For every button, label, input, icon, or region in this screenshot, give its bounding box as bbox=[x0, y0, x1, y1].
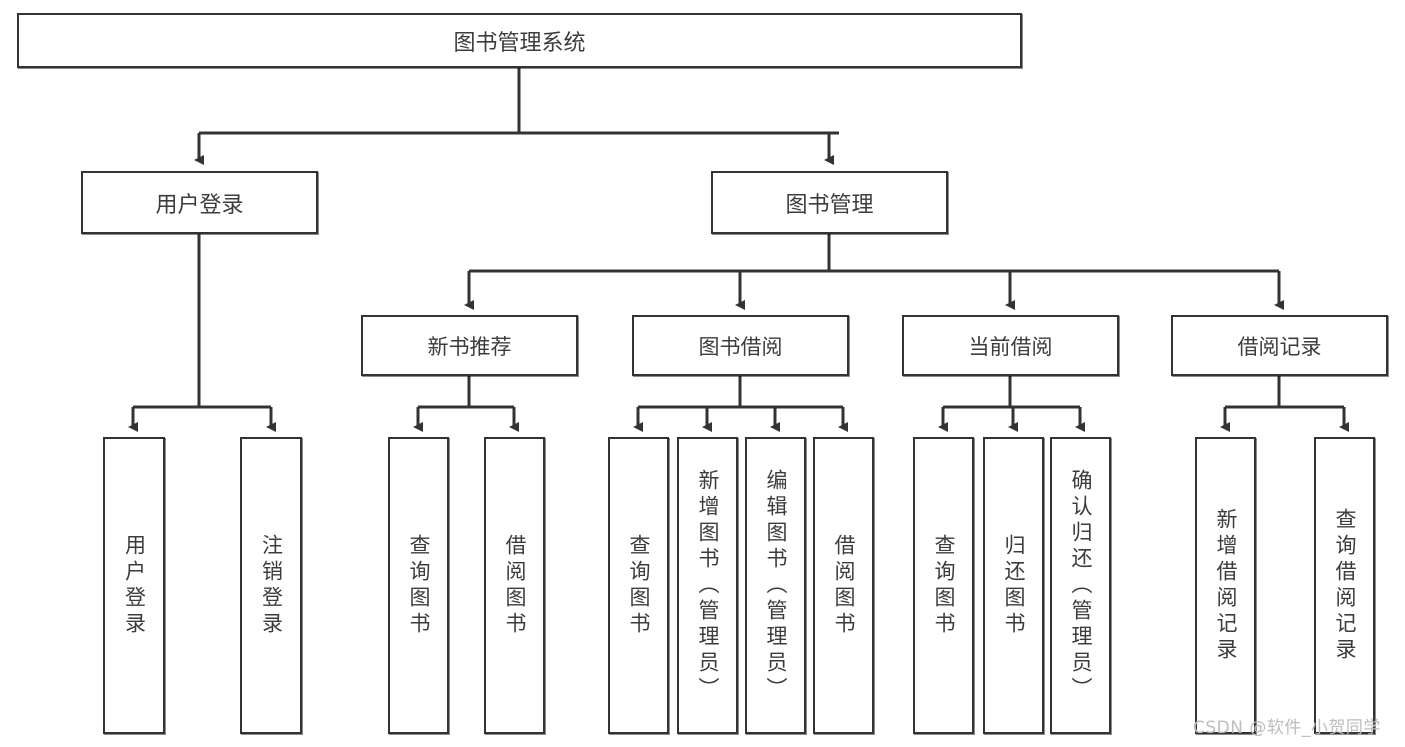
node-root[interactable]: 图书管理系统 bbox=[17, 13, 1022, 68]
leaf-label: 注销登录 bbox=[259, 533, 284, 638]
leaf-book-borrow-edit[interactable]: 编辑图书（管理员） bbox=[745, 437, 806, 734]
node-user-login[interactable]: 用户登录 bbox=[81, 171, 318, 234]
leaf-label: 编辑图书（管理员） bbox=[764, 468, 788, 703]
node-borrow-record[interactable]: 借阅记录 bbox=[1171, 315, 1388, 376]
leaf-user-login-logout[interactable]: 注销登录 bbox=[240, 437, 302, 734]
node-current-borrow[interactable]: 当前借阅 bbox=[902, 315, 1119, 376]
leaf-label: 借阅图书 bbox=[503, 533, 527, 638]
node-new-book-recommend[interactable]: 新书推荐 bbox=[361, 315, 578, 376]
leaf-label: 确认归还（管理员） bbox=[1069, 468, 1093, 703]
leaf-label: 查询图书 bbox=[932, 533, 956, 638]
leaf-label: 查询借阅记录 bbox=[1333, 507, 1357, 664]
leaf-borrow-record-query[interactable]: 查询借阅记录 bbox=[1314, 437, 1375, 734]
leaf-borrow-record-add[interactable]: 新增借阅记录 bbox=[1195, 437, 1256, 734]
node-book-management-label: 图书管理 bbox=[785, 192, 874, 218]
leaf-current-borrow-query[interactable]: 查询图书 bbox=[913, 437, 974, 734]
leaf-label: 新增借阅记录 bbox=[1214, 507, 1238, 664]
node-user-login-label: 用户登录 bbox=[155, 192, 244, 218]
node-book-borrow[interactable]: 图书借阅 bbox=[632, 315, 849, 376]
node-borrow-record-label: 借阅记录 bbox=[1237, 334, 1322, 359]
leaf-label: 用户登录 bbox=[122, 533, 147, 638]
node-root-label: 图书管理系统 bbox=[453, 30, 586, 56]
leaf-book-borrow-borrow[interactable]: 借阅图书 bbox=[813, 437, 874, 734]
leaf-label: 归还图书 bbox=[1002, 533, 1026, 638]
leaf-label: 新增图书（管理员） bbox=[696, 468, 720, 703]
leaf-book-borrow-add[interactable]: 新增图书（管理员） bbox=[677, 437, 738, 734]
leaf-new-book-borrow[interactable]: 借阅图书 bbox=[484, 437, 545, 734]
watermark: CSDN @软件_小贺同学 bbox=[1193, 718, 1381, 738]
leaf-new-book-query[interactable]: 查询图书 bbox=[388, 437, 449, 734]
leaf-book-borrow-query[interactable]: 查询图书 bbox=[608, 437, 669, 734]
node-book-management[interactable]: 图书管理 bbox=[711, 171, 948, 234]
leaf-label: 借阅图书 bbox=[832, 533, 856, 638]
node-book-borrow-label: 图书借阅 bbox=[698, 334, 783, 359]
leaf-current-borrow-confirm-return[interactable]: 确认归还（管理员） bbox=[1050, 437, 1111, 734]
leaf-label: 查询图书 bbox=[407, 533, 431, 638]
leaf-label: 查询图书 bbox=[627, 533, 651, 638]
leaf-user-login-login[interactable]: 用户登录 bbox=[103, 437, 165, 734]
node-current-borrow-label: 当前借阅 bbox=[968, 334, 1053, 359]
node-new-book-recommend-label: 新书推荐 bbox=[427, 334, 512, 359]
leaf-current-borrow-return[interactable]: 归还图书 bbox=[983, 437, 1044, 734]
